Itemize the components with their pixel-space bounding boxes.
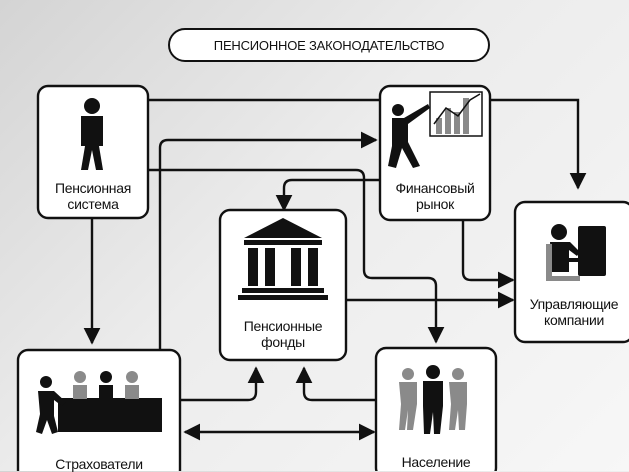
management-companies-label-line2: компании (543, 312, 605, 328)
management-companies-label-line1: Управляющие (529, 296, 619, 312)
financial-market-label: Финансовый рынок (380, 180, 490, 212)
employer-employees-icon (36, 371, 162, 434)
person-icon (81, 98, 103, 170)
pension-funds-label-line1: Пенсионные (243, 318, 323, 334)
legislation-title-banner: ПЕНСИОННОЕ ЗАКОНОДАТЕЛЬСТВО (168, 28, 490, 62)
pension-system-label: Пенсионная система (38, 180, 148, 212)
presenter-chart-icon (388, 91, 483, 168)
office-worker-icon (546, 224, 606, 281)
pension-system-label-line2: система (67, 196, 119, 212)
arrow-population-to-funds (295, 366, 378, 402)
pension-funds-label-line2: фонды (261, 334, 305, 350)
people-group-icon (399, 365, 467, 434)
pension-funds-label: Пенсионные фонды (220, 318, 346, 350)
insurers-label: Страхователи (55, 456, 143, 472)
pension-system-label-line1: Пенсионная (54, 180, 132, 196)
arrow-pension-system-to-population (148, 168, 445, 344)
bank-building-icon (238, 218, 328, 300)
financial-market-label-line1: Финансовый (395, 180, 475, 196)
population-label: Население (401, 454, 471, 470)
box-pension-funds (218, 208, 348, 362)
arrow-pension-system-to-management (148, 98, 587, 190)
arrow-insurers-to-funds (180, 366, 265, 402)
management-companies-label: Управляющие компании (515, 296, 629, 328)
financial-market-label-line2: рынок (416, 196, 454, 212)
arrow-insurers-to-market (158, 131, 378, 352)
arrow-market-to-management (461, 220, 515, 289)
connectors (83, 98, 587, 441)
arrow-market-to-funds (275, 178, 380, 212)
